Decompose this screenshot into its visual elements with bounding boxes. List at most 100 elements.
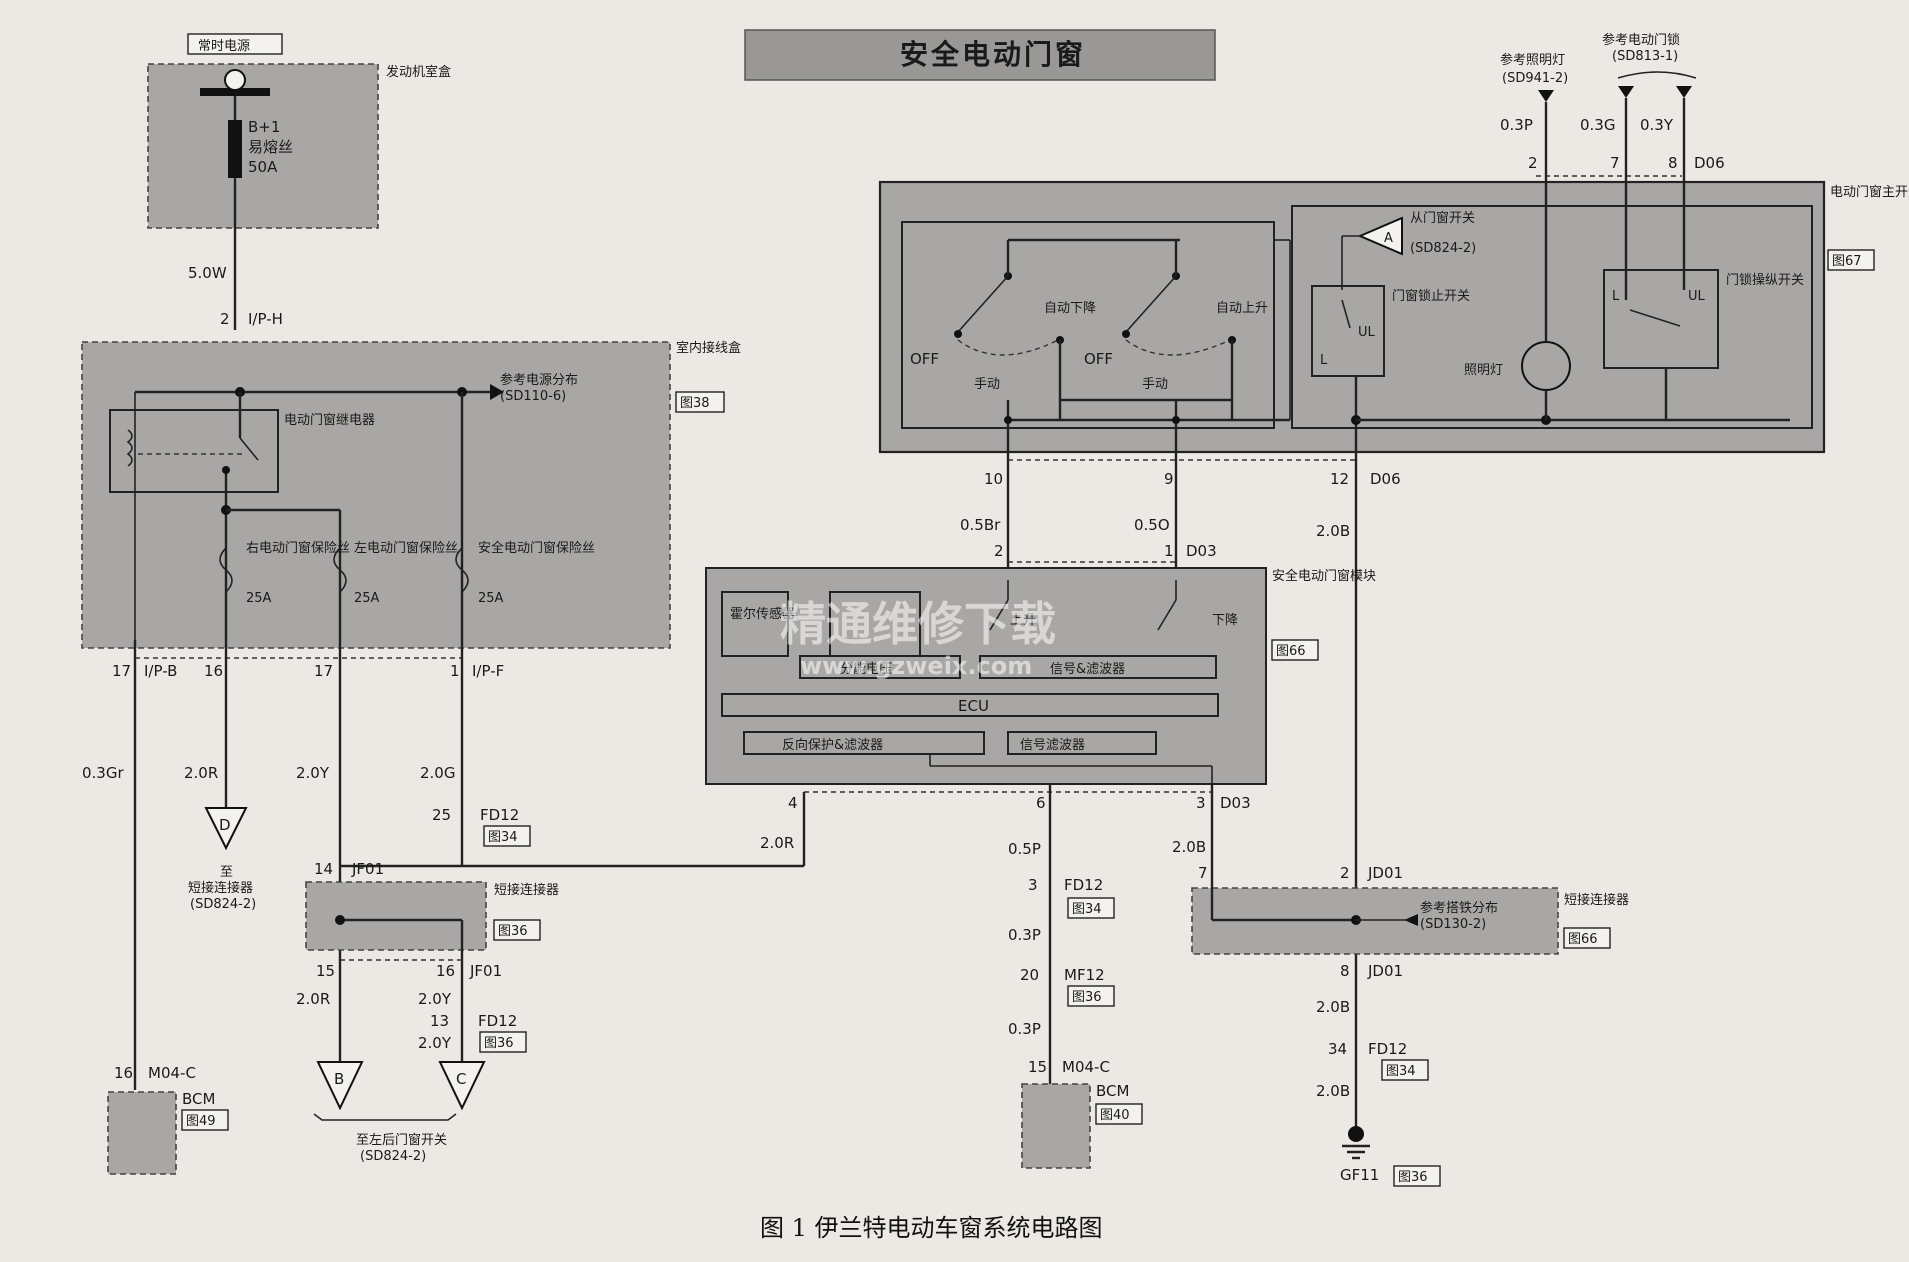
rear-switch-text: 至左后门窗开关 (356, 1132, 447, 1148)
off-2: OFF (1084, 350, 1113, 368)
pin-iph: 2 (220, 310, 230, 328)
fd12-pin-3: 3 (1028, 876, 1038, 894)
sm-pin-6: 6 (1036, 794, 1046, 812)
ecu-label: ECU (958, 697, 989, 715)
gf11: GF11 (1340, 1166, 1379, 1184)
wire-sm-20r: 2.0R (760, 834, 794, 852)
ref-lock-label: 参考电动门锁 (1602, 32, 1680, 48)
short-connector-jf01 (305, 881, 487, 951)
fig36-b: 图36 (484, 1036, 514, 1051)
fig66-b: 图66 (1568, 932, 1598, 947)
wire-20b-main: 2.0B (1316, 522, 1350, 540)
signal-filter-box (1007, 731, 1157, 755)
signal-filter-top-label: 信号&滤波器 (1050, 662, 1125, 677)
ref-light-label: 参考照明灯 (1500, 52, 1565, 68)
sm-pin-1: 1 (1164, 542, 1174, 560)
ms-pin-10: 10 (984, 470, 1003, 488)
bcm-left-conn: M04-C (148, 1064, 196, 1082)
jb-pin-17b: 17 (314, 662, 333, 680)
rb-jd01-bottom: JD01 (1367, 962, 1403, 980)
jf01-conn-bottom: JF01 (469, 962, 502, 980)
wire-05o: 0.5O (1134, 516, 1170, 534)
wire-20g: 2.0G (420, 764, 455, 782)
ul-label-2: UL (1688, 289, 1706, 304)
wire-03p-b: 0.3P (1008, 1020, 1041, 1038)
fuse-left-amp: 25A (354, 591, 380, 606)
connector-c-icon (438, 1061, 486, 1111)
hall-sensor-box (721, 591, 789, 657)
fuse-right-label: 右电动门窗保险丝 (246, 540, 350, 556)
lock-stop-label: 门窗锁止开关 (1392, 288, 1470, 304)
ms-pin-9: 9 (1164, 470, 1174, 488)
wire-jf-20y-b: 2.0Y (418, 1034, 452, 1052)
lock-ctrl-switch-box (1603, 269, 1719, 369)
connector-d-icon (204, 807, 248, 851)
lock-ctrl-label: 门锁操纵开关 (1726, 272, 1804, 288)
l-label-1: L (1320, 353, 1328, 368)
fuse-type: 易熔丝 (248, 138, 293, 156)
ms-conn-top: D06 (1694, 154, 1725, 172)
fig49: 图49 (186, 1114, 216, 1129)
rb-jd01-top: JD01 (1367, 864, 1403, 882)
jf01-conn-top: JF01 (351, 860, 384, 878)
safety-module-name: 安全电动门窗模块 (1272, 568, 1376, 584)
reverse-label: 反向保护&滤波器 (782, 737, 883, 753)
slave-a-label: A (1384, 231, 1393, 246)
main-switch-name: 电动门窗主开关 (1830, 184, 1909, 200)
fuse-safety-icon (455, 547, 469, 593)
l-label-2: L (1612, 289, 1620, 304)
signal-filter-label: 信号滤波器 (1020, 738, 1085, 753)
fuse-amp: 50A (248, 158, 278, 176)
divider-label: 分能电压 (840, 662, 892, 677)
mf12-pin-20: 20 (1020, 966, 1039, 984)
ref-lock-arrow-1-icon (1618, 86, 1634, 98)
rb-pin-2: 2 (1340, 864, 1350, 882)
main-switch-fig: 图67 (1832, 254, 1862, 269)
ref-arrow-icon (490, 384, 504, 400)
power-terminal-icon (224, 69, 246, 91)
auto-up-label: 自动上升 (1216, 301, 1268, 316)
jb-pin-17a: 17 (112, 662, 131, 680)
bcm-left-pin: 16 (114, 1064, 133, 1082)
ul-label-1: UL (1358, 325, 1376, 340)
fd12-d: FD12 (1368, 1040, 1407, 1058)
slave-switch-a-icon (1357, 216, 1403, 256)
wire-03p-top: 0.3P (1500, 116, 1533, 134)
jb-conn-ipb: I/P-B (144, 662, 177, 680)
fd12-a: FD12 (480, 806, 519, 824)
mf12: MF12 (1064, 966, 1105, 984)
wire-rb-20b-b: 2.0B (1316, 1082, 1350, 1100)
bcm-middle (1021, 1083, 1091, 1169)
sm-pin-3: 3 (1196, 794, 1206, 812)
wire-jf-20y-a: 2.0Y (418, 990, 452, 1008)
wire-05p: 0.5P (1008, 840, 1041, 858)
fuse-safety-amp: 25A (478, 591, 504, 606)
fd12-pin-25: 25 (432, 806, 451, 824)
fig36-a: 图36 (498, 924, 528, 939)
junction-fig: 图38 (680, 396, 710, 411)
connector-d-label: D (219, 816, 231, 834)
fuse-right-icon (219, 547, 233, 593)
bcm-left (107, 1091, 177, 1175)
jb-pin-16: 16 (204, 662, 223, 680)
watermark-line2: www.gzweix.com (800, 652, 1032, 680)
fig40: 图40 (1100, 1108, 1130, 1123)
fuse-label: B+1 (248, 118, 280, 136)
connector-b-icon (316, 1061, 364, 1111)
bcm-left-label: BCM (182, 1090, 215, 1108)
wire-03y-top: 0.3Y (1640, 116, 1674, 134)
ground-icon (1348, 1126, 1364, 1142)
ref-power-code: (SD110-6) (500, 389, 566, 404)
wire-03gr: 0.3Gr (82, 764, 124, 782)
jf01-pin-15: 15 (316, 962, 335, 980)
sm-conn-in: D03 (1186, 542, 1217, 560)
ground-ref-arrow-icon (1404, 914, 1418, 926)
rb-pin-8: 8 (1340, 962, 1350, 980)
auto-down-label: 自动下降 (1044, 301, 1096, 316)
wire-rb-20b-a: 2.0B (1316, 998, 1350, 1016)
connector-b-label: B (334, 1070, 344, 1088)
fig36-d: 图36 (1398, 1170, 1428, 1185)
const-power-label: 常时电源 (198, 39, 250, 54)
manual-2: 手动 (1142, 377, 1168, 392)
